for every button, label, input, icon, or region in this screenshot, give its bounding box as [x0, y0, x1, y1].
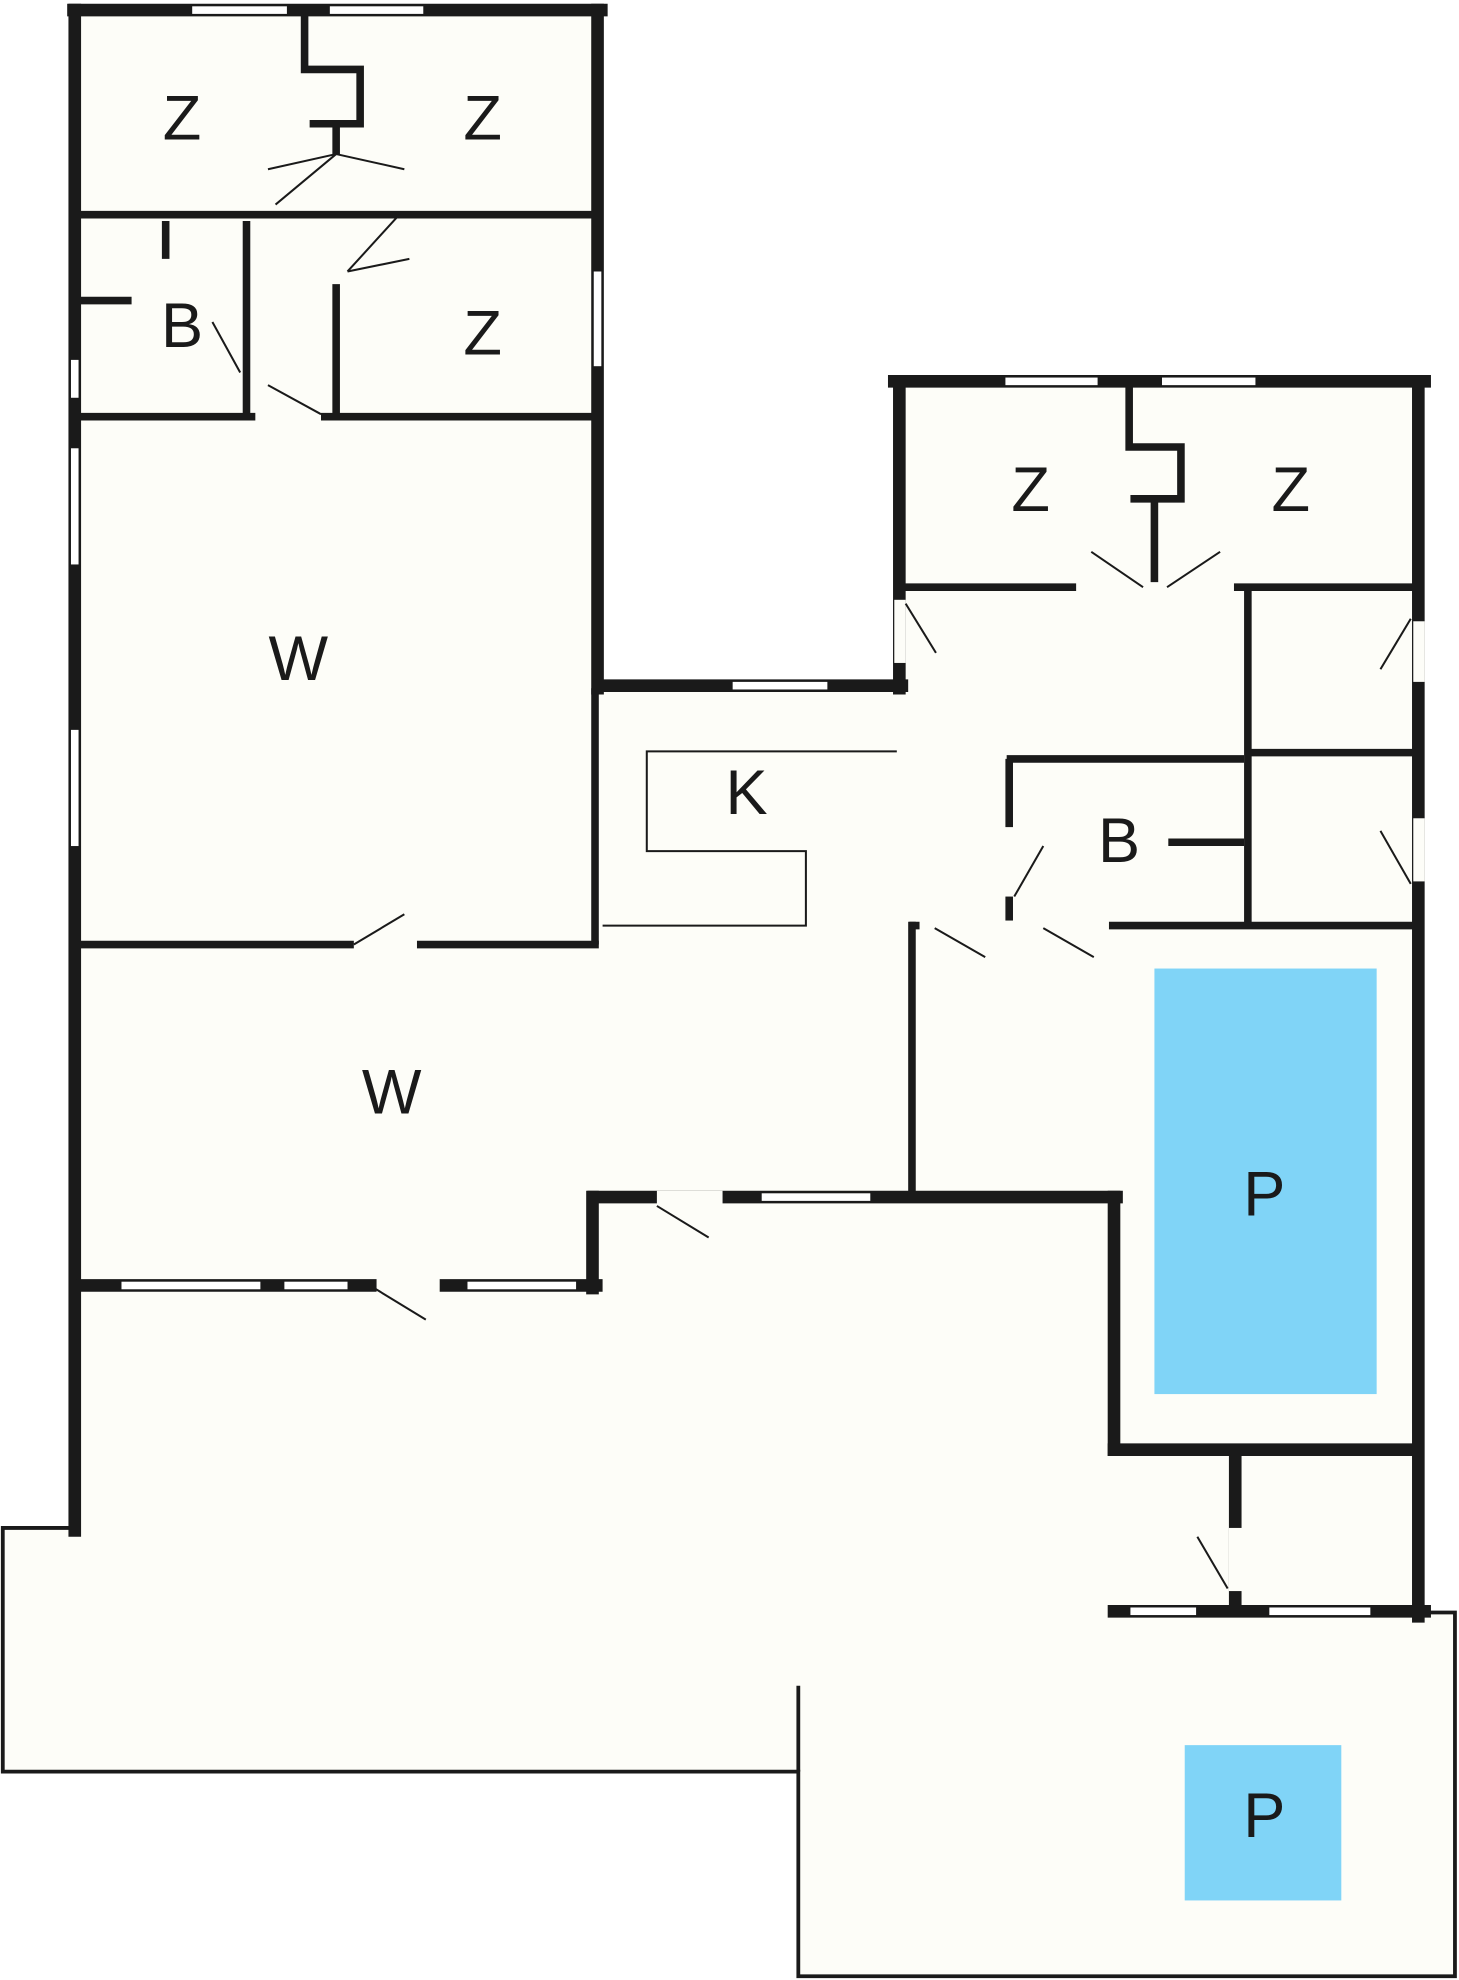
terrace-outline [0, 1526, 1457, 1979]
pool-label: P [1243, 1781, 1285, 1851]
floor-area [0, 6, 1455, 1977]
pool-main [1154, 968, 1377, 1395]
room-label-bathroom: B [1098, 806, 1140, 876]
room-label-bedroom: Z [1272, 455, 1311, 525]
room-label-kitchen: K [725, 758, 767, 828]
room-label-bathroom: B [161, 291, 203, 361]
room-label-living: W [268, 624, 328, 694]
room-label-bedroom: Z [463, 298, 502, 368]
room-label-bedroom: Z [1011, 455, 1050, 525]
room-label-living: W [362, 1057, 422, 1127]
openings [70, 6, 1425, 1616]
pool-small [1184, 1745, 1342, 1901]
room-label-bedroom: Z [463, 84, 502, 154]
room-label-bedroom: Z [163, 84, 202, 154]
door-swings [211, 153, 1412, 1590]
kitchen-counter [602, 750, 897, 927]
pool-label: P [1243, 1160, 1285, 1230]
